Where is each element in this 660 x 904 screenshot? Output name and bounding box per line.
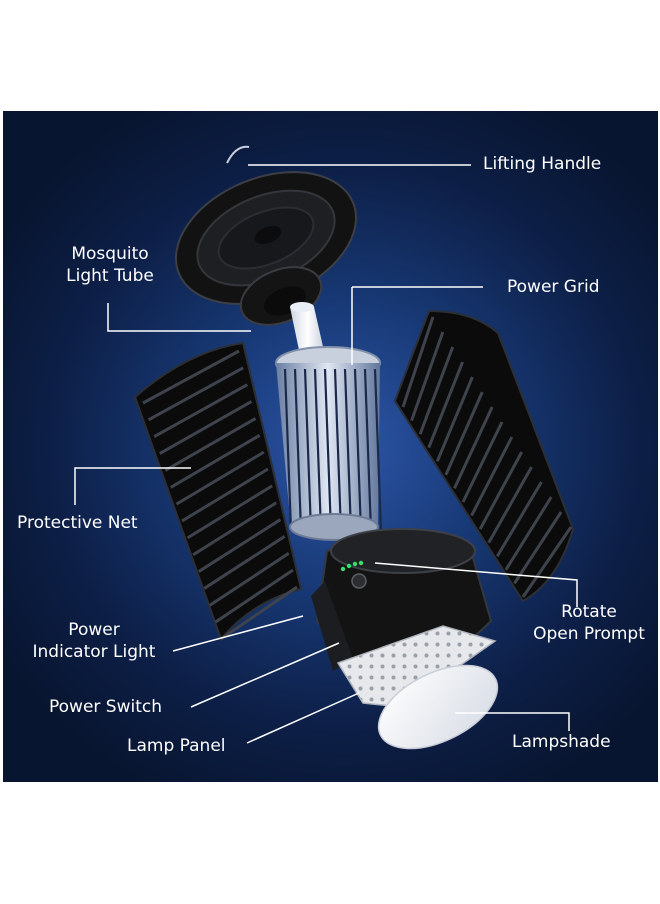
power-grid-bar [283,368,293,532]
label-protective-net: Protective Net [17,513,138,533]
net-right-slat [487,466,533,544]
net-left-slat [203,535,286,590]
net-right-slat [513,511,563,585]
label-mosquito-light-tube-line2: Light Tube [66,266,154,286]
leader-lines [74,164,578,744]
net-left-slat [175,450,265,506]
net-left-slat [164,417,257,472]
leader-power-switch [190,642,340,708]
net-left-slat [220,585,298,641]
label-power-switch: Power Switch [49,697,163,717]
net-right-slat [453,406,494,490]
net-left-slat [181,467,269,523]
leader-power-indicator-light [172,615,304,652]
net-right-slat [418,346,455,435]
net-left-slat [214,568,294,624]
diagram-panel: Lifting Handle Mosquito Light Tube Power… [3,111,658,782]
label-mosquito-light-tube: Mosquito Light Tube [55,243,165,287]
net-left-slat [142,349,240,405]
leader-protective-net [74,467,191,505]
label-rotate-open-prompt-line2: Open Prompt [533,624,645,644]
net-right-slat [427,361,464,449]
power-grid-bar [293,368,303,532]
label-power-indicator-light-line2: Indicator Light [32,642,156,662]
power-grid-bar [343,368,353,532]
net-left-slat [192,501,278,556]
net-right-slat [444,391,484,476]
power-grid-bar [323,368,333,532]
power-grid-bar [303,368,313,532]
label-rotate-open-prompt-line1: Rotate [561,602,617,622]
label-power-indicator-light-line1: Power [68,620,120,640]
net-right-slat [401,316,435,408]
power-grid-bar [333,368,343,532]
power-grid-part [275,346,383,541]
label-power-indicator-light: Power Indicator Light [19,619,169,663]
base-body-part [311,528,493,679]
net-left-slat [158,400,253,455]
lifting-handle-part [174,145,358,326]
net-left-slat [186,484,273,540]
label-lampshade: Lampshade [512,732,611,752]
net-right-slat [495,481,543,558]
leader-lampshade [455,712,570,731]
leader-mosquito-light-tube [107,303,251,332]
power-grid-bar [373,368,383,532]
net-left-slat [170,433,261,489]
net-left-slat [209,552,290,607]
protective-net-right-part [393,309,575,603]
net-right-slat [410,331,445,422]
power-grid-bar [363,368,373,532]
net-left-slat [147,366,244,422]
net-right-slat [478,451,524,530]
net-right-slat [435,376,474,462]
lampshade-part [377,664,499,750]
net-left-slat [153,383,249,439]
net-right-slat [521,526,573,598]
net-right-slat [470,436,514,517]
protective-net-left-part [133,341,303,641]
label-lamp-panel: Lamp Panel [127,736,226,756]
label-rotate-open-prompt: Rotate Open Prompt [523,601,655,645]
power-grid-bar [313,368,323,532]
leader-rotate-open-prompt [374,562,578,607]
label-mosquito-light-tube-line1: Mosquito [71,244,149,264]
net-left-slat [197,518,282,573]
leader-lamp-panel [246,692,360,744]
bug-zapper-exploded-view [74,145,578,750]
net-right-slat [504,496,553,571]
label-lifting-handle: Lifting Handle [483,154,602,174]
net-right-slat [461,421,504,503]
power-grid-bar [353,368,363,532]
label-power-grid: Power Grid [507,277,600,297]
